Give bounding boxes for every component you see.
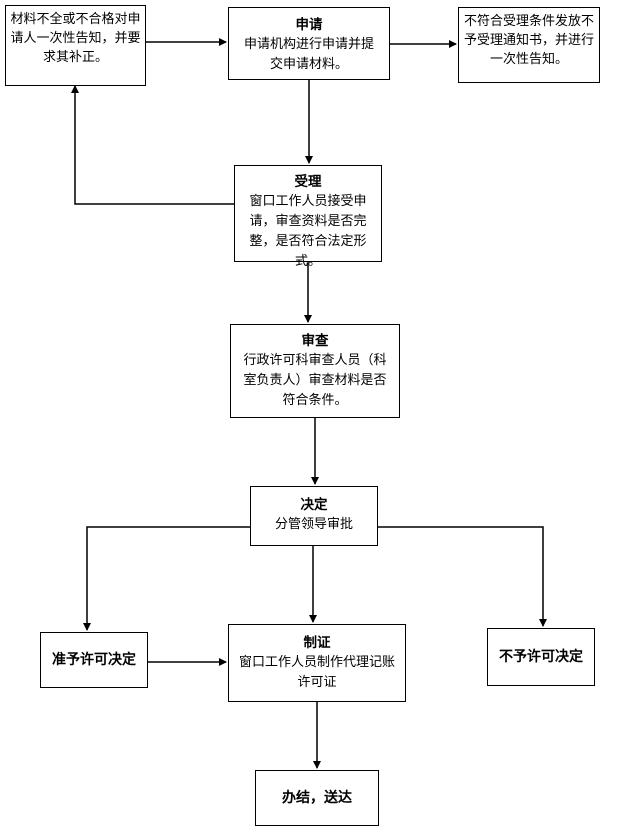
arrow-accept-to-notice bbox=[71, 85, 234, 205]
issue-text: 窗口工作人员制作代理记账许可证 bbox=[238, 655, 395, 690]
apply-title: 申请 bbox=[295, 17, 323, 33]
accept-box: 受理 窗口工作人员接受申请，审查资料是否完整，是否符合法定形式。 bbox=[234, 165, 382, 269]
deliver-text: 办结，送达 bbox=[282, 790, 352, 806]
apply-box: 申请 申请机构进行申请并提交申请材料。 bbox=[228, 7, 390, 80]
arrow-decide-to-deny bbox=[378, 526, 547, 627]
review-title: 审查 bbox=[301, 333, 329, 349]
notice-incomplete-box: 材料不全或不合格对申请人一次性告知，并要求其补正。 bbox=[5, 5, 146, 86]
review-text: 行政许可科审查人员（科室负责人）审查材料是否符合条件。 bbox=[243, 353, 387, 408]
decide-box: 决定 分管领导审批 bbox=[250, 486, 378, 546]
deliver-box: 办结，送达 bbox=[255, 770, 379, 826]
accept-title: 受理 bbox=[294, 174, 322, 190]
apply-text: 申请机构进行申请并提交申请材料。 bbox=[243, 37, 374, 72]
approve-box: 准予许可决定 bbox=[40, 632, 148, 688]
notice-reject-text: 不符合受理条件发放不予受理通知书，并进行一次性告知。 bbox=[463, 14, 594, 67]
arrow-decide-to-approve bbox=[83, 526, 250, 631]
issue-box: 制证 窗口工作人员制作代理记账许可证 bbox=[228, 624, 406, 702]
decide-text: 分管领导审批 bbox=[274, 517, 353, 532]
approve-text: 准予许可决定 bbox=[52, 652, 136, 668]
review-box: 审查 行政许可科审查人员（科室负责人）审查材料是否符合条件。 bbox=[230, 324, 400, 418]
accept-text: 窗口工作人员接受申请，审查资料是否完整，是否符合法定形式。 bbox=[249, 194, 367, 269]
deny-text: 不予许可决定 bbox=[499, 649, 583, 665]
decide-title: 决定 bbox=[300, 497, 328, 513]
notice-incomplete-text: 材料不全或不合格对申请人一次性告知，并要求其补正。 bbox=[10, 12, 141, 65]
notice-reject-box: 不符合受理条件发放不予受理通知书，并进行一次性告知。 bbox=[458, 7, 600, 83]
deny-box: 不予许可决定 bbox=[487, 628, 595, 686]
issue-title: 制证 bbox=[303, 635, 331, 651]
